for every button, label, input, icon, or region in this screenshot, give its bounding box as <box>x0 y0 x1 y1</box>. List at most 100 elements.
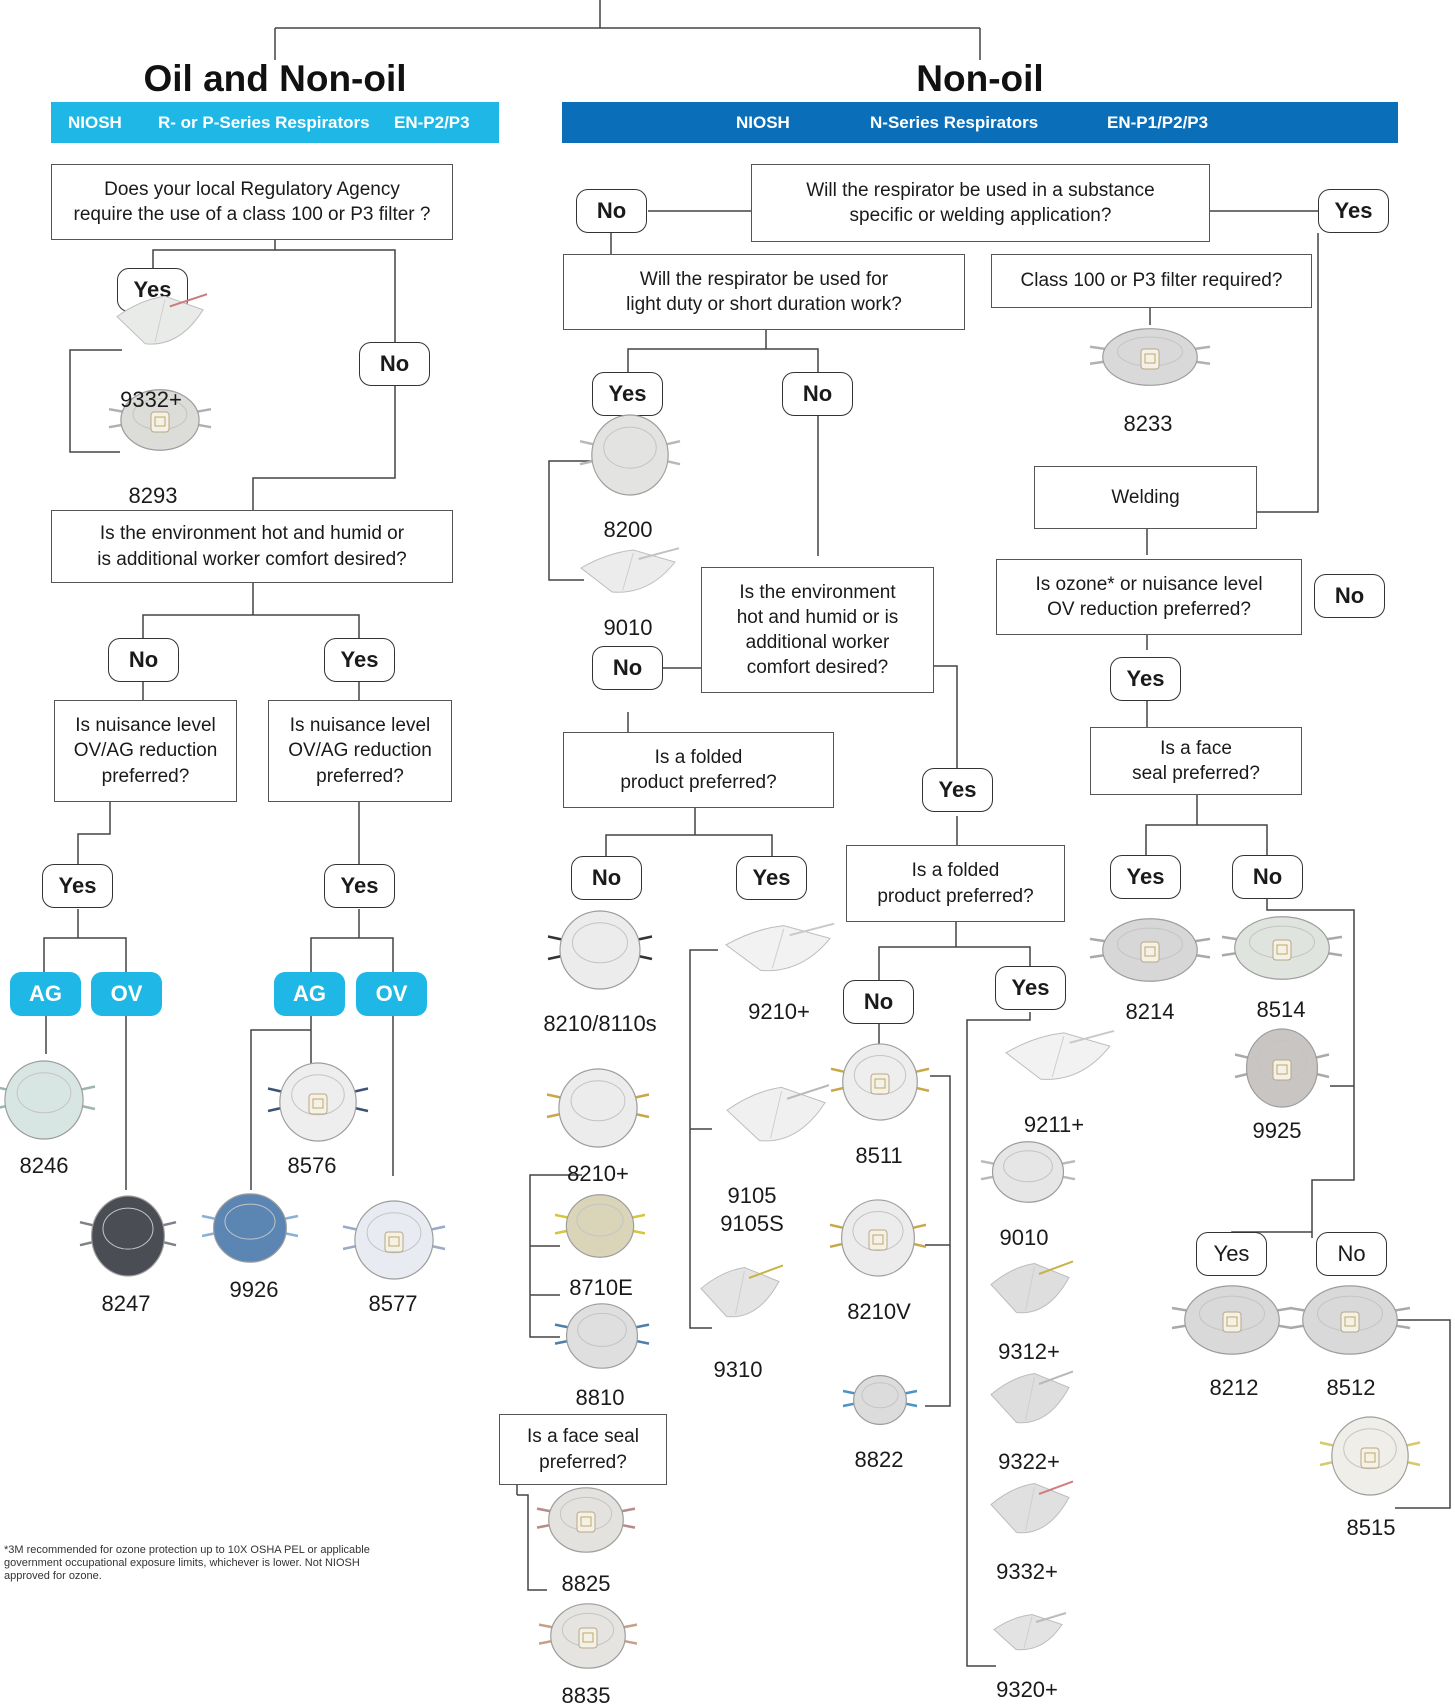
product-label: 9105 9105S <box>720 1182 784 1237</box>
respirator-image <box>830 1043 930 1121</box>
product-label: 8200 <box>603 517 653 542</box>
regulatory-question: Does your local Regulatory Agency requir… <box>51 164 453 240</box>
respirator-image <box>267 1062 369 1142</box>
product-label: 9926 <box>229 1277 279 1302</box>
respirator-image <box>1089 328 1211 386</box>
respirator-image <box>1234 1028 1330 1108</box>
ag-tag-left: AG <box>10 972 81 1016</box>
ag-tag-right: AG <box>274 972 345 1016</box>
no-pill-folded-2: No <box>843 980 914 1024</box>
respirator-image <box>1319 1416 1421 1496</box>
band-en-left: EN-P2/P3 <box>394 112 470 132</box>
ov-tag-right: OV <box>356 972 427 1016</box>
respirator-image <box>342 1200 446 1280</box>
product-label: 8576 <box>287 1153 337 1178</box>
respirator-image <box>1005 1029 1115 1080</box>
respirator-image <box>980 1141 1076 1203</box>
oil-non-oil-title: Oil and Non-oil <box>143 58 407 99</box>
folded-question-1: Is a folded product preferred? <box>563 732 834 808</box>
product-label: 9312+ <box>998 1339 1060 1364</box>
ozone-question: Is ozone* or nuisance level OV reduction… <box>996 559 1302 635</box>
band-series-right: N-Series Respirators <box>870 112 1039 132</box>
product-label: 8246 <box>19 1153 69 1178</box>
no-pill-folded-1: No <box>571 856 642 900</box>
product-label: 8822 <box>854 1447 904 1472</box>
no-pill-substance: No <box>576 189 647 233</box>
respirator-image <box>547 910 653 990</box>
respirator-image <box>554 1303 650 1369</box>
respirator-image <box>993 1612 1067 1651</box>
respirator-image <box>1089 918 1211 982</box>
hot-humid-question-left: Is the environment hot and humid or is a… <box>51 510 453 583</box>
no-pill-ozone: No <box>1314 574 1385 618</box>
product-label: 8835 <box>561 1683 611 1706</box>
product-label: 9925 <box>1252 1118 1302 1143</box>
product-label: 8810 <box>575 1385 625 1410</box>
product-label: 9010 <box>603 615 653 640</box>
respirator-image <box>536 1487 636 1553</box>
product-label-9105: 9105 9105S <box>720 1183 784 1236</box>
product-label: 9320+ <box>996 1677 1058 1702</box>
face-seal-question-left: Is a face seal preferred? <box>499 1414 667 1485</box>
respirator-image <box>579 414 681 496</box>
product-label: 9332+ <box>996 1559 1058 1584</box>
no-pill-comfort-mid: No <box>592 646 663 690</box>
yes-pill-comfort-mid: Yes <box>922 768 993 812</box>
respirator-image <box>201 1193 299 1263</box>
respirator-image <box>1171 1285 1293 1355</box>
light-duty-question: Will the respirator be used for light du… <box>563 254 965 330</box>
product-label: 8825 <box>561 1571 611 1596</box>
oil-band: NIOSH R- or P-Series Respirators EN-P2/P… <box>51 102 499 143</box>
yes-pill-light-duty: Yes <box>592 372 663 416</box>
band-en-right: EN-P1/P2/P3 <box>1107 112 1209 132</box>
no-pill-valve: No <box>1316 1232 1387 1276</box>
respirator-image <box>990 1370 1074 1424</box>
respirator-image <box>1289 1285 1411 1355</box>
product-label: 8515 <box>1346 1515 1396 1540</box>
band-niosh-left: NIOSH <box>68 112 122 132</box>
product-label: 8212 <box>1209 1375 1259 1400</box>
band-niosh-right: NIOSH <box>736 112 790 132</box>
no-pill-comfort-left: No <box>108 638 179 682</box>
product-label: 8210/8110s <box>543 1011 657 1036</box>
hot-humid-question-mid: Is the environment hot and humid or is a… <box>701 567 934 693</box>
respirator-image <box>990 1480 1074 1534</box>
respirator-image <box>546 1068 650 1148</box>
respirator-image <box>116 293 208 345</box>
product-label: 8247 <box>101 1291 151 1316</box>
yes-pill-face-seal: Yes <box>1110 855 1181 899</box>
yes-pill-substance: Yes <box>1318 189 1389 233</box>
footnote: *3M recommended for ozone protection up … <box>4 1544 370 1582</box>
respirator-image <box>0 1060 96 1140</box>
nuisance-question-yes: Is nuisance level OV/AG reduction prefer… <box>268 700 452 802</box>
folded-question-2: Is a folded product preferred? <box>846 845 1065 922</box>
respirator-image <box>829 1199 927 1277</box>
respirator-image <box>726 1084 830 1142</box>
respirator-image <box>79 1195 177 1277</box>
welding-box: Welding <box>1034 466 1257 529</box>
product-label: 8514 <box>1256 997 1306 1022</box>
yes-pill-comfort-left: Yes <box>324 638 395 682</box>
respirator-image <box>1221 916 1343 980</box>
product-label: 9210+ <box>748 999 810 1024</box>
respirator-image <box>700 1264 784 1318</box>
respirator-image <box>108 389 212 451</box>
respirator-image <box>554 1194 646 1258</box>
band-series-left: R- or P-Series Respirators <box>158 112 370 132</box>
yes-pill-nuisance-yes: Yes <box>324 864 395 908</box>
product-label: 8210+ <box>567 1161 629 1186</box>
respirator-image <box>538 1603 638 1669</box>
yes-pill-ozone: Yes <box>1110 657 1181 701</box>
yes-pill-nuisance-no: Yes <box>42 864 113 908</box>
respirator-image <box>580 547 680 593</box>
yes-pill-valve: Yes <box>1196 1232 1267 1276</box>
product-label: 9211+ <box>1023 1112 1085 1137</box>
respirator-image <box>725 922 835 972</box>
product-label: 8210V <box>847 1299 911 1324</box>
product-label: 8233 <box>1123 411 1173 436</box>
face-seal-question-right: Is a face seal preferred? <box>1090 727 1302 795</box>
product-label: 9310 <box>713 1357 763 1382</box>
product-label: 9322+ <box>998 1449 1060 1474</box>
product-label: 8710E <box>569 1275 633 1300</box>
